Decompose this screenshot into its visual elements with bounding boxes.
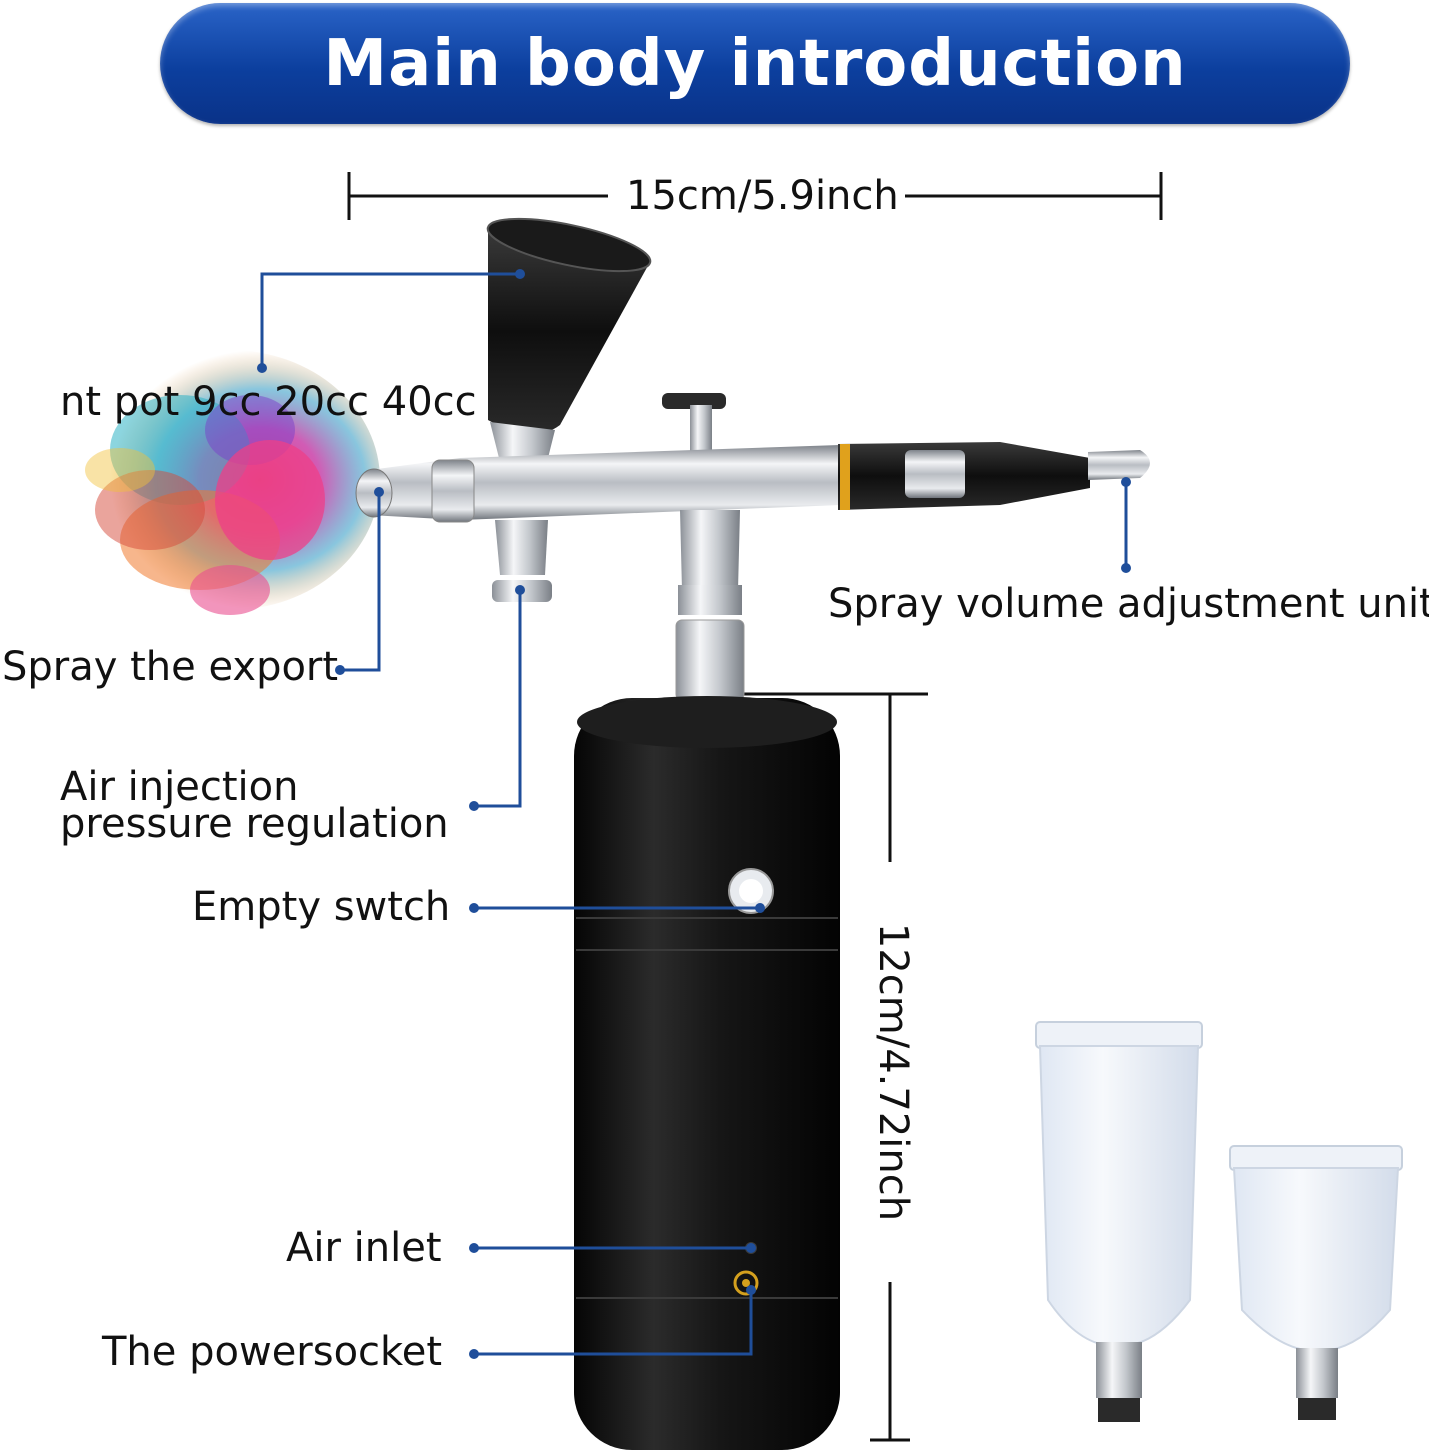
label-air-injection-line2: pressure regulation [60, 801, 449, 847]
label-air-injection-line1: Air injection [60, 764, 299, 810]
spare-cup-small [1229, 1145, 1403, 1420]
height-dimension-label: 12cm/4.72inch [869, 862, 917, 1282]
label-power-socket: The powersocket [102, 1329, 443, 1375]
leader-lines [260, 272, 1128, 1356]
title-banner: Main body introduction [160, 3, 1350, 124]
page-title: Main body introduction [323, 26, 1187, 101]
label-paint-pot: nt pot 9cc 20cc 40cc [60, 379, 477, 425]
paint-splash-graphic [80, 350, 380, 615]
label-empty-switch: Empty swtch [192, 884, 451, 930]
spare-cup-large [1035, 1021, 1203, 1422]
leader-dots [257, 269, 1131, 1359]
label-spray-export: Spray the export [2, 644, 339, 690]
width-dimension-label: 15cm/5.9inch [620, 176, 905, 216]
label-air-inlet: Air inlet [286, 1225, 442, 1271]
label-spray-volume: Spray volume adjustment unit [828, 581, 1429, 627]
